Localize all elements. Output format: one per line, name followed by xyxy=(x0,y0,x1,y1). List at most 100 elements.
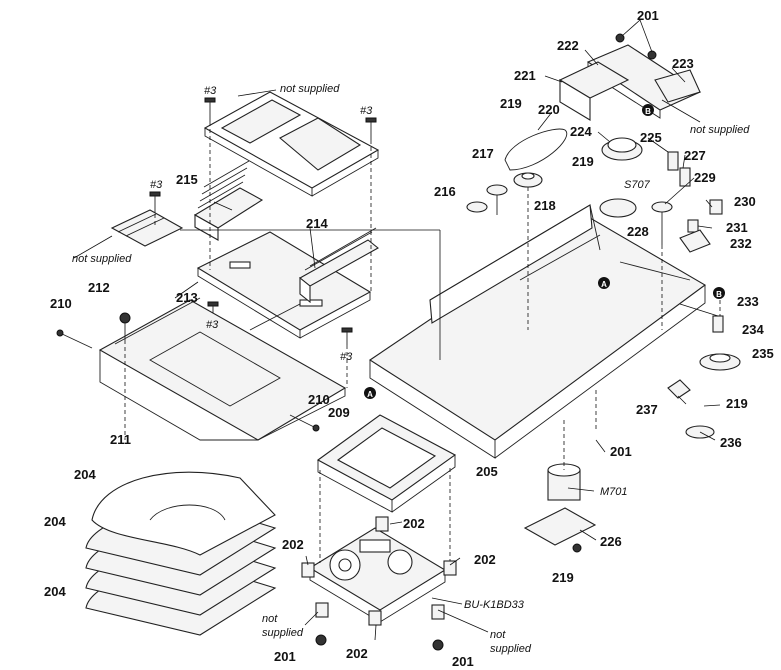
label-216: 216 xyxy=(434,184,456,199)
label-202-b: 202 xyxy=(282,537,304,552)
svg-text:not supplied: not supplied xyxy=(72,253,132,265)
svg-text:B: B xyxy=(716,290,722,299)
label-219-d: 219 xyxy=(552,570,574,585)
screw-212 xyxy=(119,312,131,340)
screw-210-left xyxy=(56,329,93,349)
gear-235 xyxy=(699,353,741,371)
main-chassis-205 xyxy=(368,204,706,459)
svg-text:not: not xyxy=(262,613,278,625)
svg-text:#3: #3 xyxy=(204,85,217,97)
leader-lines xyxy=(73,19,721,641)
screw-top-left xyxy=(204,97,216,122)
heatsink-215 xyxy=(193,160,264,241)
board-221 xyxy=(558,61,630,121)
svg-text:#3: #3 xyxy=(340,351,353,363)
label-237: 237 xyxy=(636,402,658,417)
label-219-c: 219 xyxy=(726,396,748,411)
label-211: 211 xyxy=(110,432,131,447)
svg-text:not supplied: not supplied xyxy=(280,83,340,95)
svg-text:#3: #3 xyxy=(150,179,163,191)
chassis-tray-211 xyxy=(98,297,347,441)
parts-231-232 xyxy=(679,219,711,253)
label-202-a: 202 xyxy=(403,516,425,531)
label-219-a: 219 xyxy=(500,96,522,111)
label-204-mid: 204 xyxy=(44,514,66,529)
label-201-bottom-right: 201 xyxy=(452,654,474,669)
svg-text:supplied: supplied xyxy=(490,643,532,655)
label-222: 222 xyxy=(557,38,579,53)
svg-text:#3: #3 xyxy=(206,319,219,331)
knob-230 xyxy=(709,199,723,215)
dampers-not-supplied xyxy=(315,602,445,620)
svg-text:supplied: supplied xyxy=(262,627,304,639)
dampers-202 xyxy=(301,516,457,626)
top-frame xyxy=(203,91,380,197)
board-226 xyxy=(523,507,597,546)
label-215: 215 xyxy=(176,172,198,187)
label-202-c: 202 xyxy=(474,552,496,567)
label-227: 227 xyxy=(684,148,706,163)
svg-text:M701: M701 xyxy=(600,486,628,498)
label-221: 221 xyxy=(514,68,536,83)
label-212: 212 xyxy=(88,280,110,295)
notes: not supplied not supplied not supplied n… xyxy=(72,83,750,655)
cam-237 xyxy=(667,379,691,399)
svg-text:B: B xyxy=(645,107,651,116)
pulley-218 xyxy=(513,172,543,188)
label-201-mid: 201 xyxy=(610,444,632,459)
label-236: 236 xyxy=(720,435,742,450)
belt-220 xyxy=(504,128,568,171)
screw-top-right xyxy=(365,117,377,140)
svg-text:A: A xyxy=(367,390,373,399)
insulating-sheet xyxy=(110,209,184,247)
label-214: 214 xyxy=(306,216,328,231)
label-213: 213 xyxy=(176,290,198,305)
switch-228 xyxy=(599,198,637,218)
spring-234 xyxy=(712,315,724,333)
holder-209 xyxy=(316,414,457,513)
mark-a-left: A xyxy=(364,387,376,399)
svg-text:not supplied: not supplied xyxy=(690,124,750,136)
plate-213 xyxy=(196,231,372,339)
label-218: 218 xyxy=(534,198,556,213)
label-202-d: 202 xyxy=(346,646,368,661)
screws-201-bottom xyxy=(315,634,444,651)
svg-text:not: not xyxy=(490,629,506,641)
label-229: 229 xyxy=(694,170,716,185)
board-214 xyxy=(299,227,379,304)
label-223: 223 xyxy=(672,56,694,71)
label-224: 224 xyxy=(570,124,592,139)
lever-223 xyxy=(654,69,701,103)
label-209: 209 xyxy=(328,405,350,420)
svg-text:A: A xyxy=(601,280,607,289)
screw-marks: #3 #3 #3 #3 #3 xyxy=(150,85,373,363)
label-220: 220 xyxy=(538,102,560,117)
screw-214 xyxy=(341,327,353,345)
svg-text:BU-K1BD33: BU-K1BD33 xyxy=(464,599,525,611)
label-230: 230 xyxy=(734,194,756,209)
label-234: 234 xyxy=(742,322,764,337)
mechanism-bu xyxy=(308,527,447,623)
label-233: 233 xyxy=(737,294,759,309)
label-210-right: 210 xyxy=(308,392,330,407)
gear-217 xyxy=(486,184,508,215)
label-201-bottom-left: 201 xyxy=(274,649,296,664)
label-231: 231 xyxy=(726,220,748,235)
screw-215 xyxy=(149,191,161,214)
mark-a-right: A xyxy=(598,277,610,289)
gear-216 xyxy=(466,201,488,213)
svg-text:#3: #3 xyxy=(360,105,373,117)
label-235: 235 xyxy=(752,346,774,361)
label-232: 232 xyxy=(730,236,752,251)
label-201-top: 201 xyxy=(637,8,659,23)
label-226: 226 xyxy=(600,534,622,549)
gear-224 xyxy=(601,137,643,161)
label-205: 205 xyxy=(476,464,498,479)
label-204-bottom: 204 xyxy=(44,584,66,599)
disc-trays-204 xyxy=(85,471,277,636)
label-210-left: 210 xyxy=(50,296,72,311)
label-228: 228 xyxy=(627,224,649,239)
screw-219-bottom xyxy=(572,543,582,553)
mark-b-right: B xyxy=(713,287,725,299)
svg-text:S707: S707 xyxy=(624,179,651,191)
